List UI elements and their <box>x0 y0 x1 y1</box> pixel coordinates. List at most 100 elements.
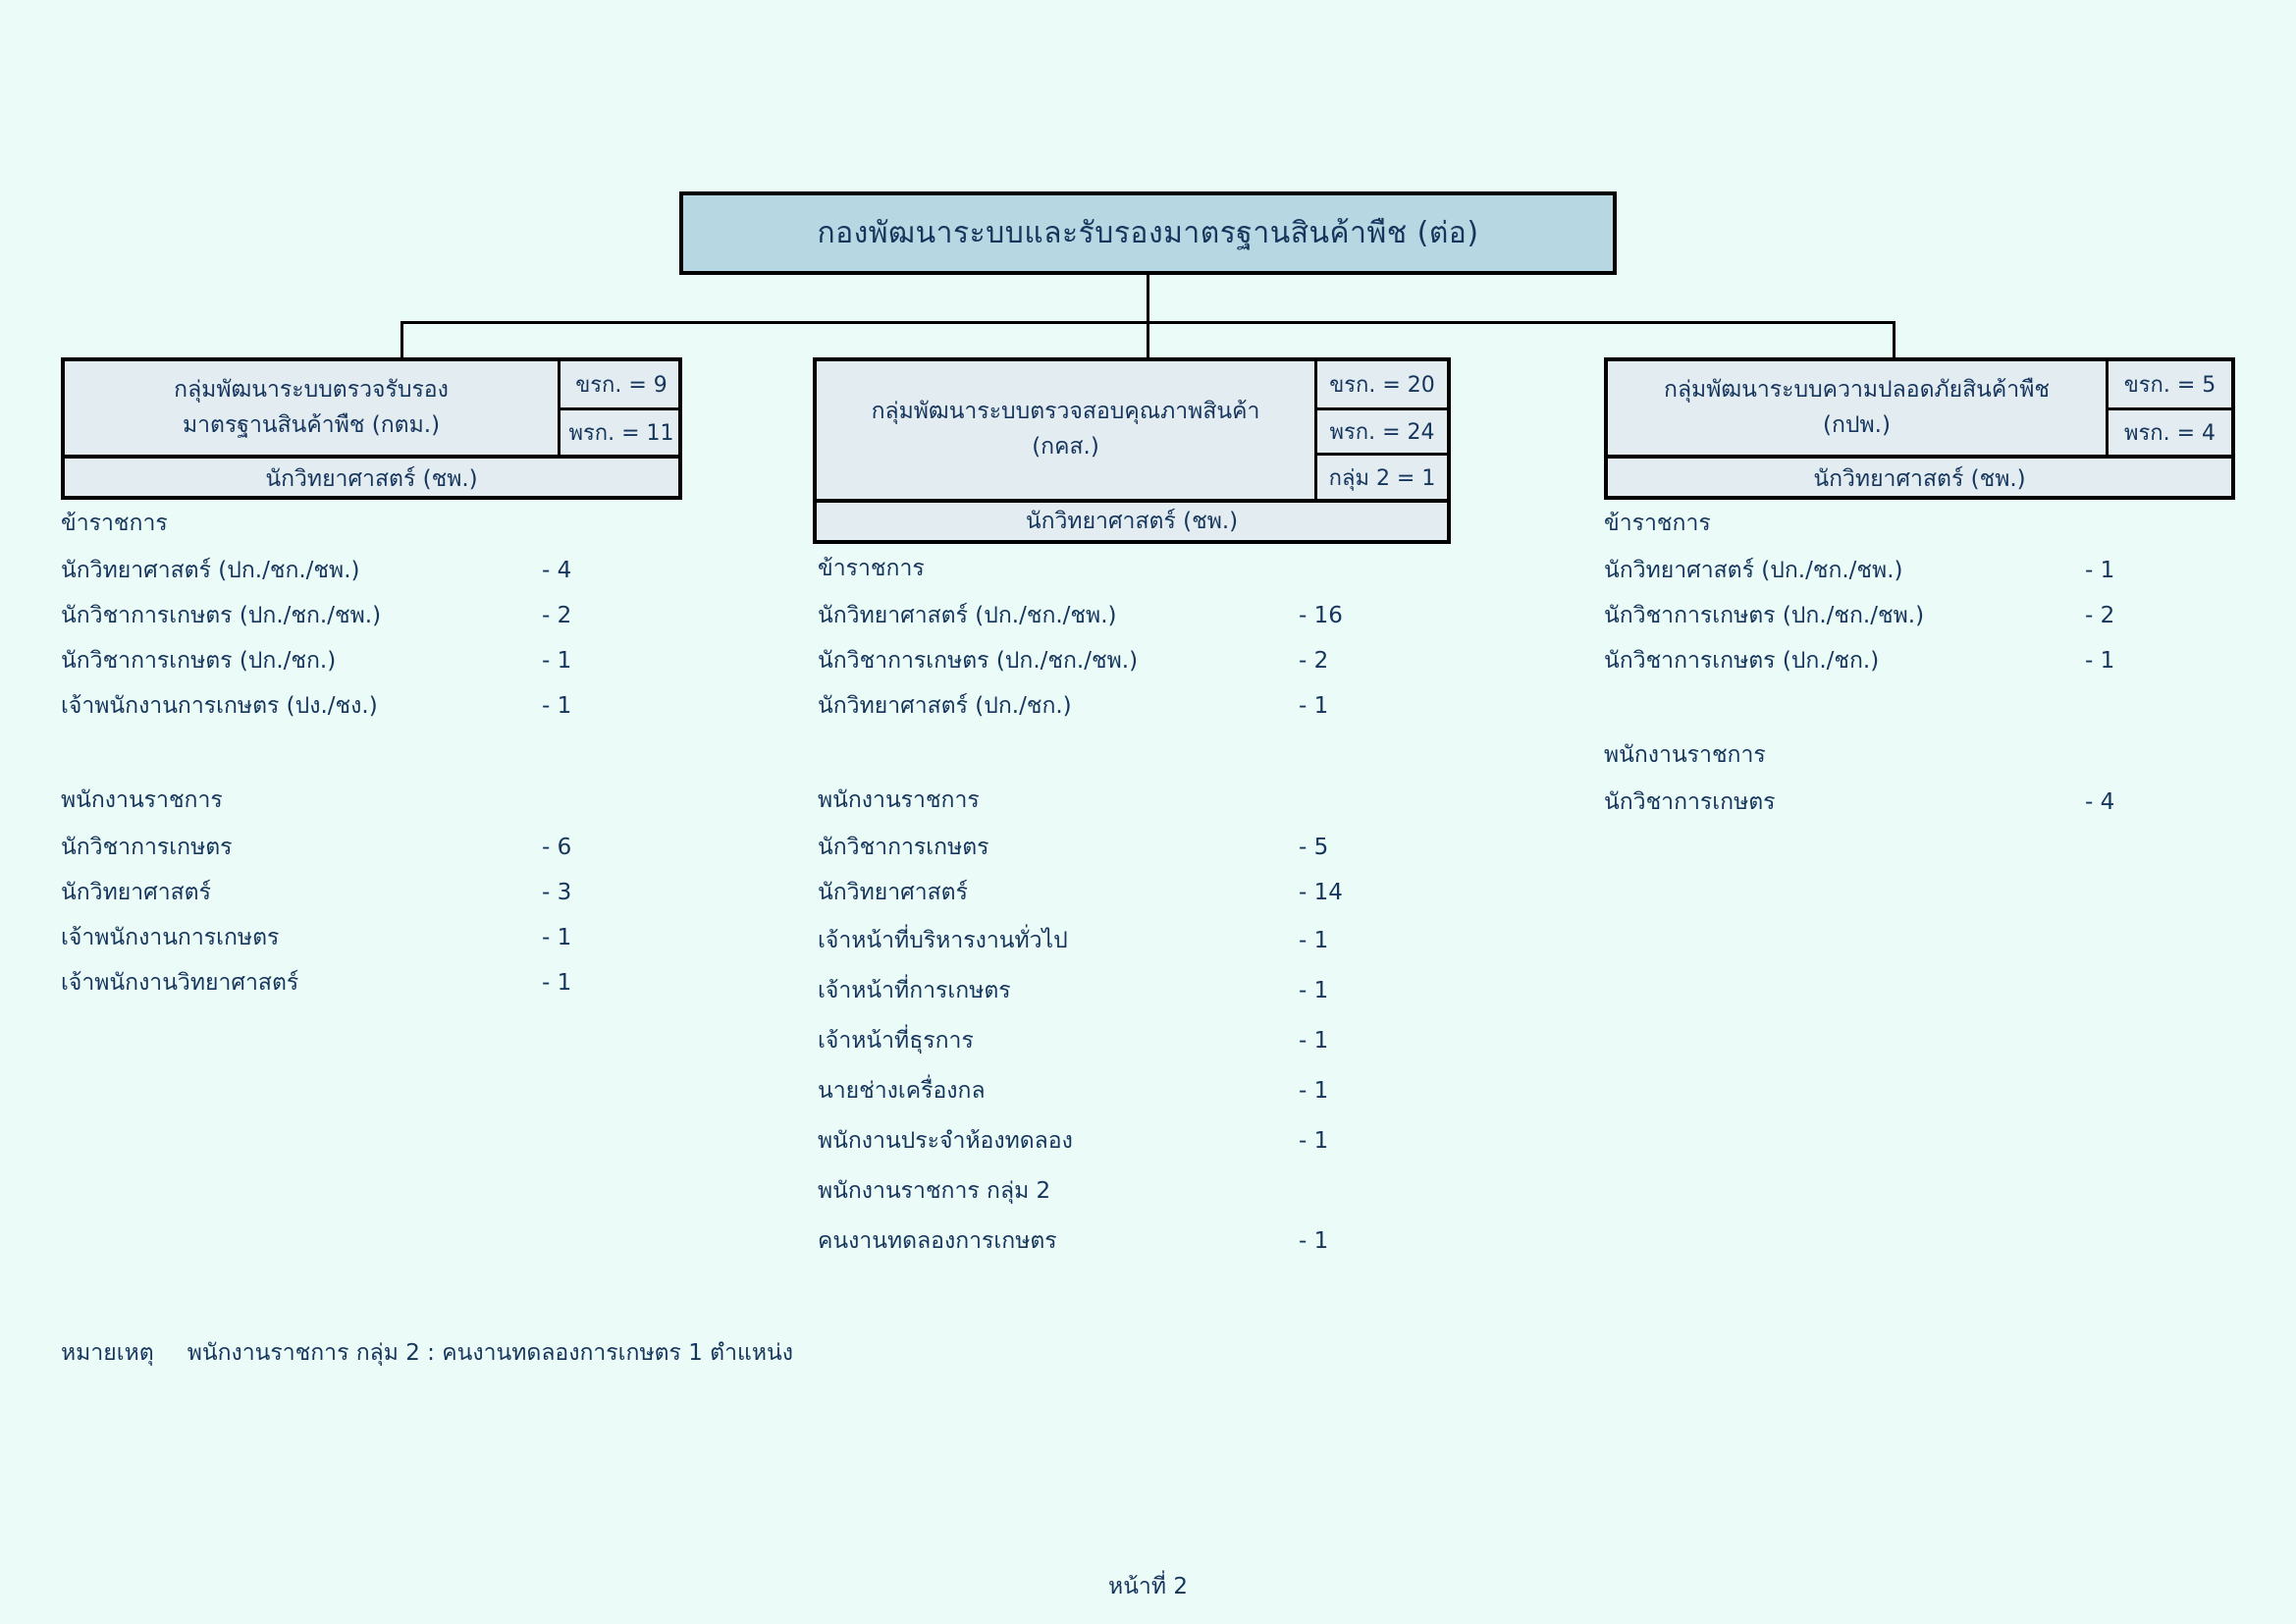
unit-1-name-line-2: มาตรฐานสินค้าพืช (กตม.) <box>182 411 441 438</box>
col-2-section-2-row-5: เจ้าหน้าที่ธุรการ - 1 <box>818 1028 1328 1054</box>
staff-list-column-1: ข้าราชการ นักวิทยาศาสตร์ (ปก./ชก./ชพ.) -… <box>61 511 571 996</box>
staff-list-column-2: ข้าราชการ นักวิทยาศาสตร์ (ปก./ชก./ชพ.) -… <box>818 556 1343 1254</box>
unit-3-name: กลุ่มพัฒนาระบบความปลอดภัยสินค้าพืช (กปพ.… <box>1608 361 2109 455</box>
connector-branch-left <box>400 321 403 359</box>
connector-trunk-vertical <box>1147 275 1149 359</box>
col-2-s1-r1-count: - 16 <box>1299 603 1343 628</box>
col-2-s2-r6-label: นายช่างเครื่องกล <box>818 1078 986 1104</box>
col-1-s2-r3-count: - 1 <box>542 925 572 950</box>
col-2-section-2-row-7: พนักงานประจำห้องทดลอง - 1 <box>818 1130 1328 1154</box>
col-1-s2-r4-label: เจ้าพนักงานวิทยาศาสตร์ <box>61 970 299 996</box>
unit-2-count-phorokor: พรก. = 24 <box>1317 407 1447 453</box>
col-1-s2-r1-count: - 6 <box>542 835 572 860</box>
col-3-section-1-row-1: นักวิทยาศาสตร์ (ปก./ชก./ชพ.) - 1 <box>1604 560 2114 583</box>
col-2-s2-r3-count: - 1 <box>1299 928 1329 953</box>
col-2-section-2-row-8: พนักงานราชการ กลุ่ม 2 <box>818 1180 1050 1204</box>
col-3-section-2-row-1: นักวิชาการเกษตร - 4 <box>1604 791 2114 815</box>
col-3-s1-r1-label: นักวิทยาศาสตร์ (ปก./ชก./ชพ.) <box>1604 558 1903 583</box>
col-1-s2-r3-label: เจ้าพนักงานการเกษตร <box>61 925 280 950</box>
unit-3-name-line-2: (กปพ.) <box>1823 411 1891 438</box>
col-1-section-1-row-2: นักวิชาการเกษตร (ปก./ชก./ชพ.) - 2 <box>61 605 571 628</box>
col-1-section-2-row-3: เจ้าพนักงานการเกษตร - 1 <box>61 927 571 950</box>
col-2-section-1-row-3: นักวิทยาศาสตร์ (ปก./ชก.) - 1 <box>818 695 1328 719</box>
col-3-section-1-row-2: นักวิชาการเกษตร (ปก./ชก./ชพ.) - 2 <box>1604 605 2114 628</box>
footnote: หมายเหตุ พนักงานราชการ กลุ่ม 2 : คนงานทดล… <box>61 1335 793 1371</box>
col-2-s2-r3-label: เจ้าหน้าที่บริหารงานทั่วไป <box>818 928 1068 953</box>
unit-3-count-phorokor: พรก. = 4 <box>2109 407 2231 455</box>
unit-2-count-kharakan: ขรก. = 20 <box>1329 373 1435 398</box>
col-2-s2-r5-label: เจ้าหน้าที่ธุรการ <box>818 1028 974 1054</box>
col-2-s2-r1-label: นักวิชาการเกษตร <box>818 835 989 860</box>
department-title-box: กองพัฒนาระบบและรับรองมาตรฐานสินค้าพืช (ต… <box>679 191 1617 275</box>
col-1-s1-r2-label: นักวิชาการเกษตร (ปก./ชก./ชพ.) <box>61 603 382 628</box>
unit-3-name-line-1: กลุ่มพัฒนาระบบความปลอดภัยสินค้าพืช <box>1664 376 2050 403</box>
col-1-s2-r1-label: นักวิชาการเกษตร <box>61 835 233 860</box>
col-2-s1-r3-count: - 1 <box>1299 693 1329 719</box>
col-2-s2-r2-count: - 14 <box>1299 880 1343 905</box>
col-3-s2-r1-count: - 4 <box>2085 789 2115 815</box>
col-1-s1-r3-label: นักวิชาการเกษตร (ปก./ชก.) <box>61 648 337 674</box>
unit-1-counts: ขรก. = 9 พรก. = 11 <box>561 361 682 455</box>
col-2-section-2-row-2: นักวิทยาศาสตร์ - 14 <box>818 880 1343 905</box>
footnote-label: หมายเหตุ <box>61 1340 154 1366</box>
col-1-section-1-row-4: เจ้าพนักงานการเกษตร (ปง./ชง.) - 1 <box>61 695 571 719</box>
unit-2-chief: นักวิทยาศาสตร์ (ชพ.) <box>817 499 1447 540</box>
col-2-section-2-row-9: คนงานทดลองการเกษตร - 1 <box>818 1230 1328 1254</box>
col-2-s2-r9-count: - 1 <box>1299 1228 1329 1254</box>
page-number: หน้าที่ 2 <box>1108 1574 1188 1599</box>
unit-1-count-phorokor: พรก. = 11 <box>561 407 682 455</box>
col-3-s1-r1-count: - 1 <box>2085 558 2115 583</box>
unit-3-count-kharakan: ขรก. = 5 <box>2123 373 2216 398</box>
col-2-s2-r4-count: - 1 <box>1299 978 1329 1003</box>
col-1-section-1-heading: ข้าราชการ <box>61 511 168 536</box>
col-2-section-1-heading: ข้าราชการ <box>818 556 925 581</box>
col-2-section-1-row-1: นักวิทยาศาสตร์ (ปก./ชก./ชพ.) - 16 <box>818 605 1343 628</box>
col-1-s1-r1-label: นักวิทยาศาสตร์ (ปก./ชก./ชพ.) <box>61 558 360 583</box>
col-3-s1-r3-count: - 1 <box>2085 648 2115 674</box>
col-2-s2-r8-label: พนักงานราชการ กลุ่ม 2 <box>818 1178 1051 1204</box>
unit-box-3: กลุ่มพัฒนาระบบความปลอดภัยสินค้าพืช (กปพ.… <box>1604 357 2235 500</box>
unit-box-2: กลุ่มพัฒนาระบบตรวจสอบคุณภาพสินค้า (กคส.)… <box>813 357 1451 544</box>
unit-2-counts: ขรก. = 20 พรก. = 24 กลุ่ม 2 = 1 <box>1317 361 1447 499</box>
connector-horizontal-bar <box>400 321 1896 324</box>
col-1-s1-r1-count: - 4 <box>542 558 572 583</box>
col-2-s2-r1-count: - 5 <box>1299 835 1329 860</box>
col-3-section-1-row-3: นักวิชาการเกษตร (ปก./ชก.) - 1 <box>1604 650 2114 674</box>
unit-2-name-line-1: กลุ่มพัฒนาระบบตรวจสอบคุณภาพสินค้า <box>871 399 1260 425</box>
col-2-section-2-heading: พนักงานราชการ <box>818 787 980 813</box>
col-3-s2-r1-label: นักวิชาการเกษตร <box>1604 789 1776 815</box>
col-2-section-2-row-6: นายช่างเครื่องกล - 1 <box>818 1080 1328 1104</box>
col-1-s2-r2-count: - 3 <box>542 880 572 905</box>
staff-list-column-3: ข้าราชการ นักวิทยาศาสตร์ (ปก./ชก./ชพ.) -… <box>1604 513 2114 815</box>
unit-1-name-line-1: กลุ่มพัฒนาระบบตรวจรับรอง <box>174 376 449 403</box>
col-1-section-2-row-4: เจ้าพนักงานวิทยาศาสตร์ - 1 <box>61 972 571 996</box>
col-3-s1-r2-label: นักวิชาการเกษตร (ปก./ชก./ชพ.) <box>1604 603 1925 628</box>
footnote-text: พนักงานราชการ กลุ่ม 2 : คนงานทดลองการเกษ… <box>187 1340 793 1366</box>
unit-1-count-kharakan: ขรก. = 9 <box>575 373 667 398</box>
col-2-s1-r2-label: นักวิชาการเกษตร (ปก./ชก./ชพ.) <box>818 648 1139 674</box>
unit-1-name: กลุ่มพัฒนาระบบตรวจรับรอง มาตรฐานสินค้าพื… <box>65 361 561 455</box>
col-3-s1-r2-count: - 2 <box>2085 603 2115 628</box>
col-1-s1-r3-count: - 1 <box>542 648 572 674</box>
col-2-s1-r3-label: นักวิทยาศาสตร์ (ปก./ชก.) <box>818 693 1072 719</box>
unit-1-chief: นักวิทยาศาสตร์ (ชพ.) <box>65 455 678 500</box>
connector-branch-right <box>1893 321 1896 359</box>
col-1-s1-r4-count: - 1 <box>542 693 572 719</box>
col-1-s2-r2-label: นักวิทยาศาสตร์ <box>61 880 211 905</box>
page-title: กองพัฒนาระบบและรับรองมาตรฐานสินค้าพืช (ต… <box>817 216 1479 250</box>
col-2-s1-r2-count: - 2 <box>1299 648 1329 674</box>
col-1-s2-r4-count: - 1 <box>542 970 572 996</box>
col-2-s2-r9-label: คนงานทดลองการเกษตร <box>818 1228 1057 1254</box>
col-1-section-1-row-3: นักวิชาการเกษตร (ปก./ชก.) - 1 <box>61 650 571 674</box>
col-1-section-2-row-1: นักวิชาการเกษตร - 6 <box>61 837 571 860</box>
col-2-s2-r6-count: - 1 <box>1299 1078 1329 1104</box>
col-2-s2-r7-count: - 1 <box>1299 1128 1329 1154</box>
col-3-section-2-heading: พนักงานราชการ <box>1604 742 1766 768</box>
col-1-s1-r2-count: - 2 <box>542 603 572 628</box>
col-2-s2-r7-label: พนักงานประจำห้องทดลอง <box>818 1128 1073 1154</box>
unit-2-count-group2: กลุ่ม 2 = 1 <box>1317 453 1447 499</box>
col-1-s1-r4-label: เจ้าพนักงานการเกษตร (ปง./ชง.) <box>61 693 378 719</box>
col-2-section-1-row-2: นักวิชาการเกษตร (ปก./ชก./ชพ.) - 2 <box>818 650 1328 674</box>
col-2-s2-r2-label: นักวิทยาศาสตร์ <box>818 880 968 905</box>
unit-box-1: กลุ่มพัฒนาระบบตรวจรับรอง มาตรฐานสินค้าพื… <box>61 357 682 500</box>
